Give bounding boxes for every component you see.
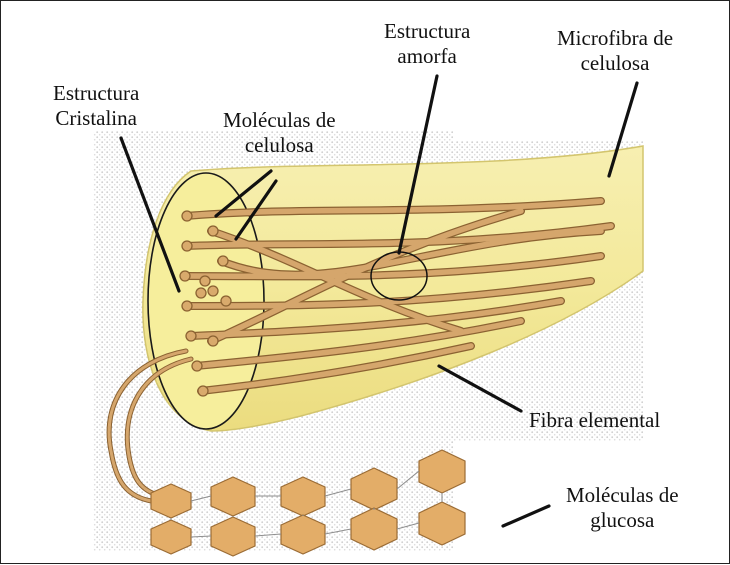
label-amorphous-structure: Estructura amorfa <box>384 19 470 69</box>
label-line: amorfa <box>384 44 470 69</box>
label-line: celulosa <box>223 133 336 158</box>
label-line: Estructura <box>53 81 139 106</box>
label-line: Microfibra de <box>557 26 673 51</box>
label-line: Moléculas de <box>566 483 679 508</box>
label-line: Cristalina <box>53 106 139 131</box>
label-line: celulosa <box>557 51 673 76</box>
label-line: Fibra elemental <box>529 408 660 433</box>
label-cellulose-molecules: Moléculas de celulosa <box>223 108 336 158</box>
label-elemental-fiber: Fibra elemental <box>529 408 660 433</box>
label-cellulose-microfibril: Microfibra de celulosa <box>557 26 673 76</box>
label-crystalline-structure: Estructura Cristalina <box>53 81 139 131</box>
label-line: Moléculas de <box>223 108 336 133</box>
label-line: glucosa <box>566 508 679 533</box>
label-glucose-molecules: Moléculas de glucosa <box>566 483 679 533</box>
label-line: Estructura <box>384 19 470 44</box>
leader-glucose <box>503 506 549 526</box>
